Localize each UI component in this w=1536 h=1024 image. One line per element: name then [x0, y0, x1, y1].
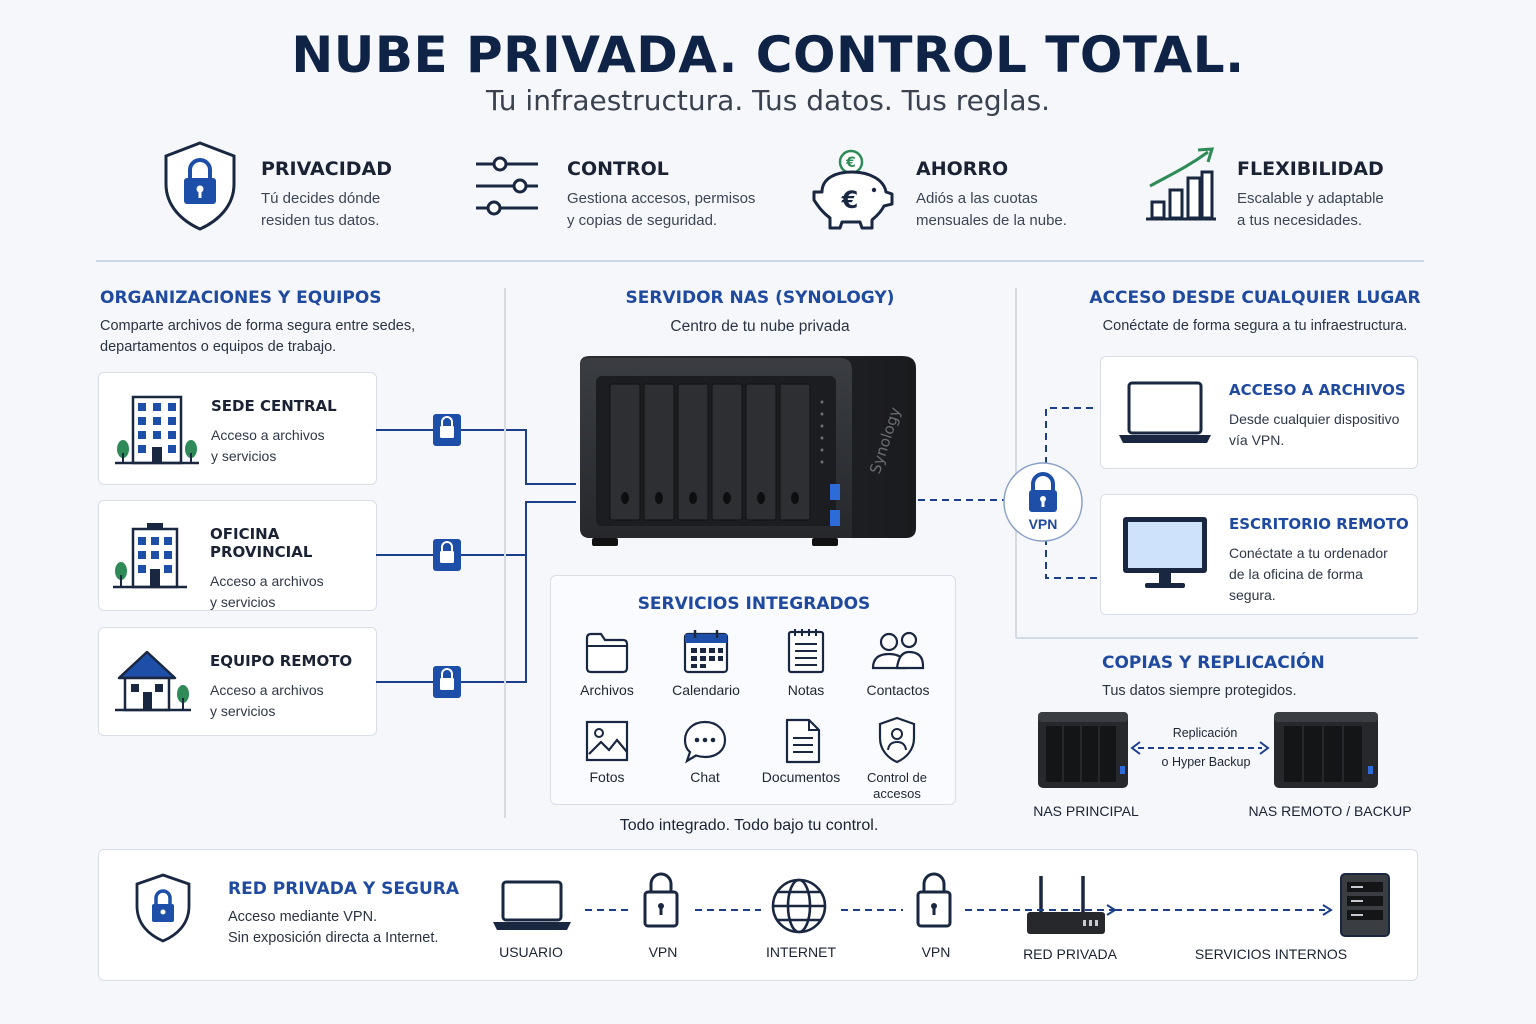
sliders-icon [476, 156, 538, 216]
vpn-connectors [918, 407, 1098, 579]
lock-icon [433, 539, 461, 571]
page-subtitle: Tu infraestructura. Tus datos. Tus regla… [485, 84, 1051, 117]
photo-icon[interactable] [585, 720, 629, 762]
services-footer: Todo integrado. Todo bajo tu control. [619, 817, 879, 834]
nas-remoto-label: NAS REMOTO / BACKUP [1248, 803, 1412, 819]
card-escritorio-remoto[interactable]: ESCRITORIO REMOTO Conéctate a tu ordenad… [1100, 494, 1418, 615]
server-tower-icon [1340, 873, 1390, 937]
feature-title: AHORRO [916, 158, 1009, 180]
node-servicios-internos: SERVICIOS INTERNOS [1194, 946, 1348, 962]
office-building-icon [115, 395, 199, 465]
node-vpn-1: VPN [648, 944, 678, 960]
top-divider [96, 260, 1424, 262]
section-title: ORGANIZACIONES Y EQUIPOS [100, 288, 382, 308]
node-internet: INTERNET [766, 944, 836, 960]
access-shield-icon[interactable] [877, 716, 917, 764]
node-vpn-2: VPN [921, 944, 951, 960]
organizations-section: ORGANIZACIONES Y EQUIPOS Comparte archiv… [100, 288, 480, 358]
contacts-icon[interactable] [871, 630, 925, 670]
page-title: NUBE PRIVADA. CONTROL TOTAL. [291, 26, 1245, 84]
network-flow [493, 872, 1390, 937]
services-panel: SERVICIOS INTEGRADOS Archivos Calendario… [550, 575, 956, 805]
growth-chart-icon [1146, 147, 1216, 221]
card-acceso-archivos[interactable]: ACCESO A ARCHIVOS Desde cualquier dispos… [1100, 356, 1418, 469]
right-divider [1016, 637, 1418, 639]
house-icon [115, 650, 191, 712]
lock-icon [643, 872, 679, 928]
laptop-icon [493, 880, 571, 930]
node-usuario: USUARIO [499, 944, 563, 960]
network-panel: RED PRIVADA Y SEGURA Acceso mediante VPN… [98, 849, 1418, 981]
router-icon [1027, 876, 1105, 934]
section-title: COPIAS Y REPLICACIÓN [1102, 653, 1325, 673]
document-icon[interactable] [785, 718, 821, 764]
laptop-icon [1119, 381, 1211, 443]
left-column-divider [504, 288, 506, 818]
shield-lock-icon [164, 141, 236, 231]
node-red-privada: RED PRIVADA [1023, 946, 1117, 962]
svg-text:€: € [841, 186, 859, 214]
backup-section: COPIAS Y REPLICACIÓN Tus datos siempre p… [1102, 653, 1422, 702]
calendar-icon[interactable] [683, 628, 729, 674]
feature-title: PRIVACIDAD [261, 158, 393, 180]
monitor-icon [1123, 517, 1207, 588]
lock-icon [433, 414, 461, 446]
svg-text:€: € [845, 155, 856, 171]
nas-server-image: Synology [580, 356, 916, 546]
notes-icon[interactable] [787, 628, 825, 674]
section-title: RED PRIVADA Y SEGURA [228, 879, 460, 899]
lock-icon [916, 872, 952, 928]
nas-remoto-icon [1274, 712, 1378, 788]
nas-principal-icon [1038, 712, 1128, 788]
chat-icon[interactable] [683, 720, 727, 764]
nas-principal-label: NAS PRINCIPAL [1033, 803, 1139, 819]
piggy-bank-euro-icon: € € [812, 149, 894, 230]
folder-icon[interactable] [585, 632, 629, 674]
section-title: ACCESO DESDE CUALQUIER LUGAR [1089, 288, 1421, 308]
right-column-divider [1015, 288, 1017, 638]
globe-icon [771, 878, 827, 934]
replication-arrow [1130, 741, 1270, 755]
remote-access-section: ACCESO DESDE CUALQUIER LUGAR Conéctate d… [1040, 288, 1470, 337]
section-title: SERVIDOR NAS (SYNOLOGY) [625, 288, 895, 308]
vpn-lock-icon [1029, 472, 1057, 512]
server-section: SERVIDOR NAS (SYNOLOGY) Centro de tu nub… [560, 288, 960, 337]
feature-title: FLEXIBILIDAD [1237, 158, 1384, 180]
shield-lock-icon [135, 873, 191, 943]
org-connectors [376, 414, 576, 698]
feature-title: CONTROL [567, 158, 669, 180]
office-building-icon [113, 523, 187, 589]
lock-icon [433, 666, 461, 698]
vpn-label: VPN [1028, 516, 1058, 532]
